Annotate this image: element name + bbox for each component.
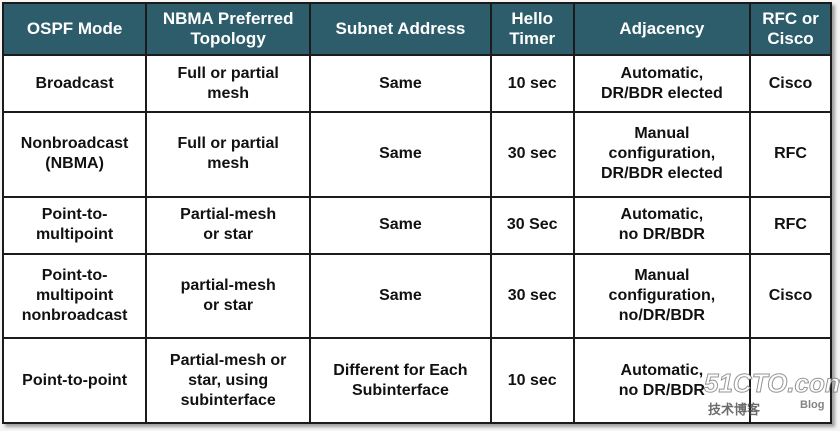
table-row: Broadcast Full or partial mesh Same 10 s… [4, 56, 830, 112]
table-row: Point-to- multipoint Partial-mesh or sta… [4, 197, 830, 253]
cell-topology: Full or partial mesh [147, 56, 310, 112]
cell-topology: Partial-mesh or star [147, 197, 310, 253]
cell-adjacency: Automatic, no DR/BDR [574, 339, 750, 422]
cell-topology: partial-mesh or star [147, 254, 310, 338]
table-header-row: OSPF Mode NBMA Preferred Topology Subnet… [4, 4, 830, 54]
cell-adjacency: Automatic, no DR/BDR [574, 197, 750, 253]
cell-rfc-or-cisco: RFC [751, 113, 830, 196]
header-subnet-address: Subnet Address [311, 4, 490, 54]
cell-subnet: Same [311, 197, 490, 253]
cell-ospf-mode: Point-to-point [4, 339, 146, 422]
table-row: Point-to-point Partial-mesh or star, usi… [4, 339, 830, 422]
cell-rfc-or-cisco: Cisco [751, 254, 830, 338]
table-row: Point-to- multipoint nonbroadcast partia… [4, 254, 830, 338]
cell-adjacency: Manual configuration, DR/BDR elected [574, 113, 750, 196]
cell-rfc-or-cisco: Cisco [751, 56, 830, 112]
cell-adjacency: Automatic, DR/BDR elected [574, 56, 750, 112]
header-rfc-or-cisco: RFC or Cisco [751, 4, 830, 54]
cell-subnet: Same [311, 113, 490, 196]
cell-ospf-mode: Point-to- multipoint [4, 197, 146, 253]
table-row: Nonbroadcast (NBMA) Full or partial mesh… [4, 113, 830, 196]
header-nbma-topology: NBMA Preferred Topology [147, 4, 310, 54]
cell-adjacency: Manual configuration, no/DR/BDR [574, 254, 750, 338]
cell-ospf-mode: Nonbroadcast (NBMA) [4, 113, 146, 196]
cell-hello-timer: 30 sec [491, 254, 573, 338]
ospf-mode-table: OSPF Mode NBMA Preferred Topology Subnet… [2, 2, 832, 424]
cell-hello-timer: 10 sec [491, 56, 573, 112]
cell-topology: Partial-mesh or star, using subinterface [147, 339, 310, 422]
header-adjacency: Adjacency [574, 4, 750, 54]
ospf-mode-table-frame: OSPF Mode NBMA Preferred Topology Subnet… [2, 2, 832, 424]
cell-hello-timer: 10 sec [491, 339, 573, 422]
cell-hello-timer: 30 sec [491, 113, 573, 196]
cell-subnet: Same [311, 254, 490, 338]
cell-subnet: Different for Each Subinterface [311, 339, 490, 422]
cell-hello-timer: 30 Sec [491, 197, 573, 253]
cell-subnet: Same [311, 56, 490, 112]
header-hello-timer: Hello Timer [491, 4, 573, 54]
cell-rfc-or-cisco: RFC [751, 197, 830, 253]
cell-topology: Full or partial mesh [147, 113, 310, 196]
cell-ospf-mode: Point-to- multipoint nonbroadcast [4, 254, 146, 338]
cell-rfc-or-cisco [751, 339, 830, 422]
cell-ospf-mode: Broadcast [4, 56, 146, 112]
header-ospf-mode: OSPF Mode [4, 4, 146, 54]
